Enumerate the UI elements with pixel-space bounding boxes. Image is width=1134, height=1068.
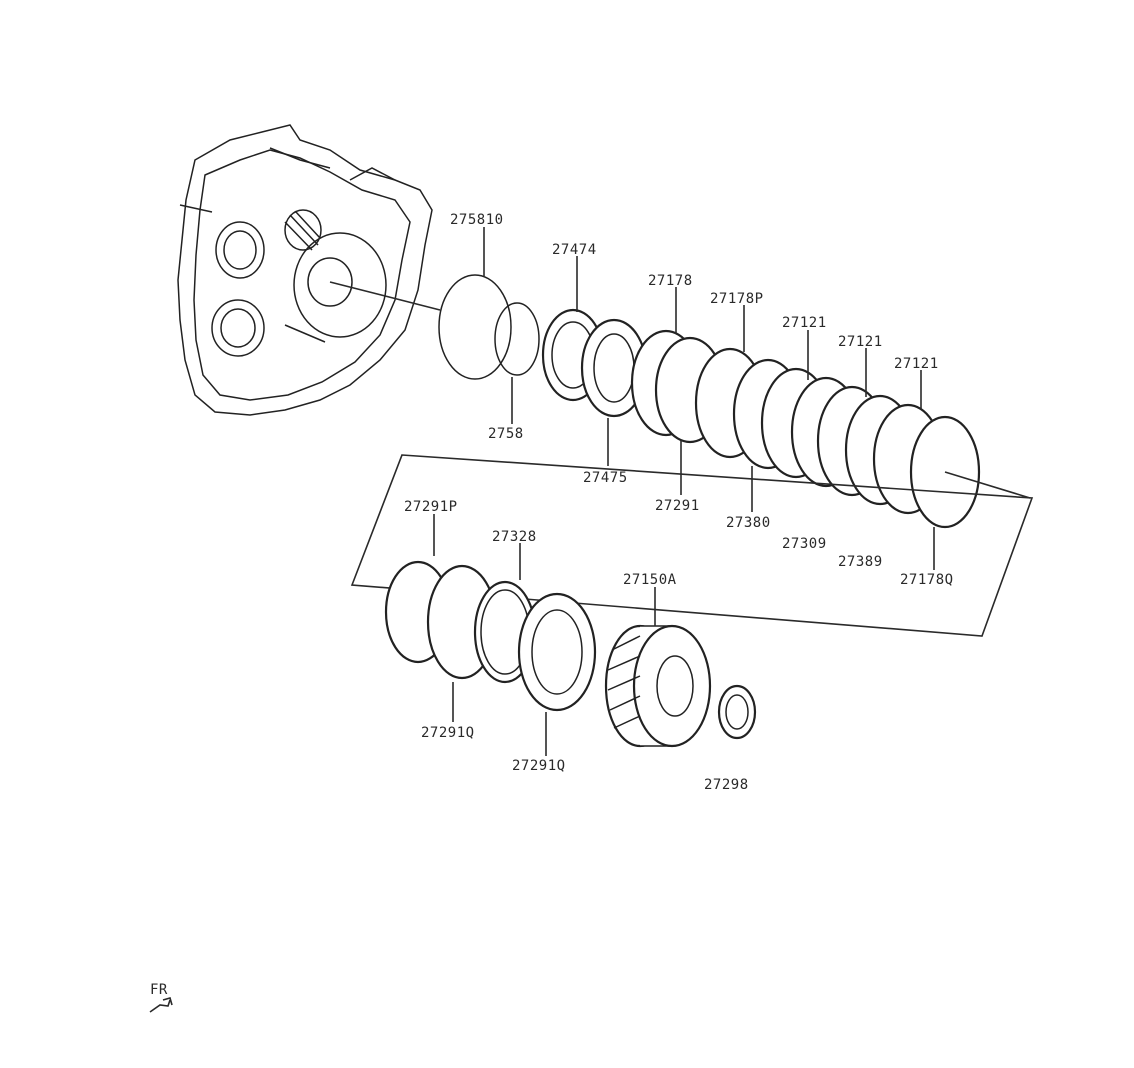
front-arrow-icon: FR [149, 982, 173, 1013]
part-label-27328: 27328 [492, 529, 537, 545]
part-label-2758: 2758 [488, 426, 524, 442]
orientation-label: FR [150, 982, 168, 998]
snap-ring-2 [494, 302, 540, 376]
thrust-washer [717, 684, 757, 740]
part-label-27178: 27178 [648, 273, 693, 289]
part-label-27178q: 27178Q [900, 572, 954, 588]
part-label-27150a: 27150A [623, 572, 677, 588]
part-label-27291p: 27291P [404, 499, 458, 515]
part-label-275810: 275810 [450, 212, 504, 228]
lower-clutch-pack [384, 560, 757, 748]
subassembly-frame [350, 454, 1034, 637]
part-label-27121-a: 27121 [782, 315, 827, 331]
part-label-27291q-b: 27291Q [512, 758, 566, 774]
part-label-27121-c: 27121 [894, 356, 939, 372]
part-label-27291: 27291 [655, 498, 700, 514]
planetary-carrier [604, 624, 712, 748]
part-label-27474: 27474 [552, 242, 597, 258]
bearing-plate [517, 592, 597, 712]
part-label-27291q-a: 27291Q [421, 725, 475, 741]
upper-clutch-pack [438, 274, 1031, 529]
leader-lines [433, 227, 935, 756]
part-label-27380: 27380 [726, 515, 771, 531]
part-label-27121-b: 27121 [838, 334, 883, 350]
part-labels: 275810 27474 27178 27178P 27121 27121 27… [404, 212, 954, 793]
part-label-27389: 27389 [838, 554, 883, 570]
part-label-27178p: 27178P [710, 291, 764, 307]
part-label-27309: 27309 [782, 536, 827, 552]
part-label-27298: 27298 [704, 777, 749, 793]
part-label-27475: 27475 [583, 470, 628, 486]
snap-ring-1 [438, 274, 512, 380]
transmission-case [177, 124, 441, 416]
